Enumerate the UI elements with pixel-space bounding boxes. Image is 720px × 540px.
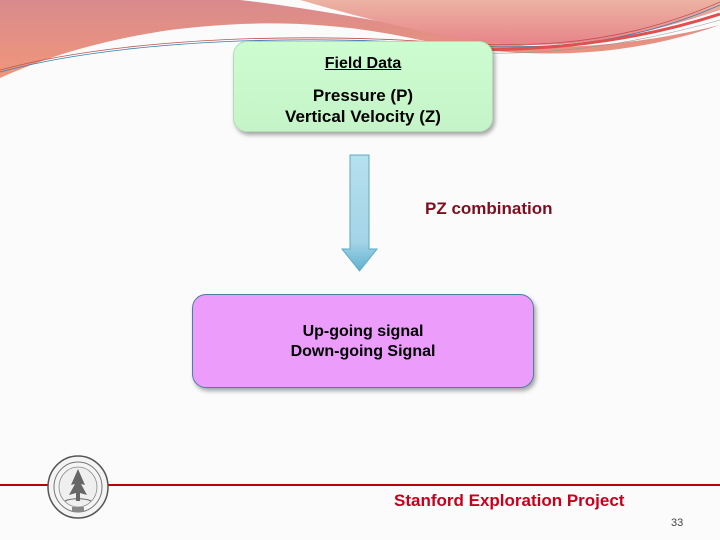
field-data-line-pressure: Pressure (P) [312, 86, 414, 105]
stanford-seal-icon [47, 455, 109, 519]
field-data-title: Field Data [324, 55, 402, 72]
down-going-signal-text: Down-going Signal [290, 343, 436, 360]
field-data-box: Field Data Pressure (P) Vertical Velocit… [233, 41, 493, 132]
signal-output-box: Up-going signal Down-going Signal [192, 294, 534, 388]
pz-combination-label: PZ combination [425, 199, 553, 218]
footer-divider [0, 484, 720, 486]
down-arrow-icon [340, 154, 379, 272]
header-swoosh-decoration [0, 0, 720, 78]
footer-title: Stanford Exploration Project [394, 491, 625, 510]
up-going-signal-text: Up-going signal [302, 323, 424, 340]
page-number: 33 [671, 517, 684, 529]
field-data-line-velocity: Vertical Velocity (Z) [285, 107, 441, 126]
